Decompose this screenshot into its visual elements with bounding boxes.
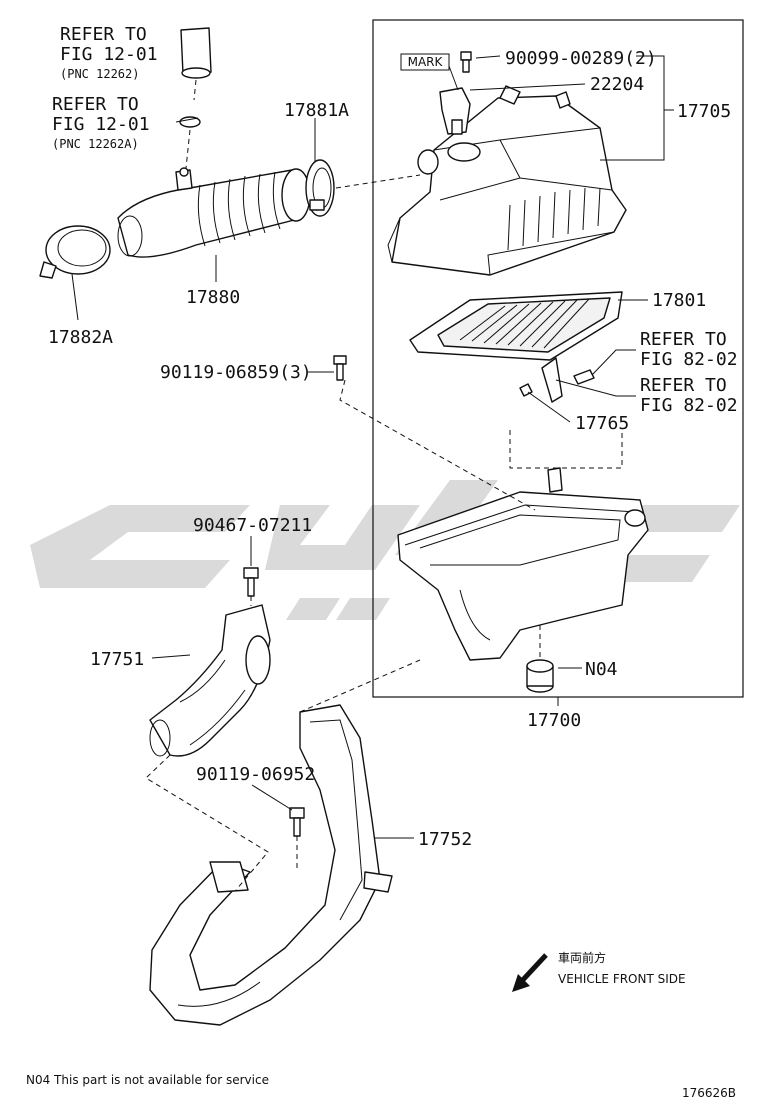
refer-note-right-2: REFER TO FIG 82-02 [640, 375, 738, 416]
part-label-17801: 17801 [652, 290, 706, 311]
refer-line2: FIG 12-01 [52, 114, 150, 135]
bolt-90467 [243, 567, 259, 597]
hose-clamp-17882a [39, 225, 111, 279]
refer-line3: (PNC 12262) [60, 67, 139, 81]
intake-pipe-reference [179, 27, 212, 169]
part-label-17880: 17880 [186, 287, 240, 308]
mark-box: MARK [400, 53, 459, 91]
refer-line1: REFER TO [640, 375, 727, 396]
refer-note-top-2: REFER TO FIG 12-01 (PNC 12262A) [52, 94, 150, 151]
refer-line3: (PNC 12262A) [52, 137, 139, 151]
refer-line1: REFER TO [52, 94, 139, 115]
refer-line2: FIG 82-02 [640, 395, 738, 416]
refer-note-top-1: REFER TO FIG 12-01 (PNC 12262) [60, 24, 158, 81]
figure-id: 176626B [682, 1086, 736, 1100]
refer-note-right-1: REFER TO FIG 82-02 [640, 329, 738, 370]
intake-duct-17752 [149, 704, 393, 1026]
air-cleaner-cap-17705 [387, 85, 627, 276]
grommet-n04 [526, 659, 554, 693]
screw-90099 [460, 51, 472, 73]
part-label-17700: 17700 [527, 710, 581, 731]
refer-line2: FIG 12-01 [60, 44, 158, 65]
inlet-duct-17751 [149, 604, 271, 757]
footer-note: N04 This part is not available for servi… [26, 1073, 269, 1087]
part-label-17765: 17765 [575, 413, 629, 434]
part-label-17751: 17751 [90, 649, 144, 670]
part-label-90467-07211: 90467-07211 [193, 515, 312, 536]
air-cleaner-case-17700 [397, 467, 649, 661]
part-label-17882a: 17882A [48, 327, 113, 348]
refer-line1: REFER TO [60, 24, 147, 45]
direction-cjk-label: 車両前方 [558, 950, 606, 965]
part-label-17752: 17752 [418, 829, 472, 850]
part-label-22204: 22204 [590, 74, 644, 95]
part-label-n04: N04 [585, 659, 618, 680]
air-intake-hose-17880 [117, 167, 311, 258]
part-label-17881a: 17881A [284, 100, 349, 121]
part-label-90119-06859: 90119-06859(3) [160, 362, 312, 383]
vehicle-front-arrow-icon [512, 953, 548, 992]
refer-line1: REFER TO [640, 329, 727, 350]
hose-gasket-17881a [305, 159, 335, 217]
bolt-90119-06952 [289, 807, 305, 837]
mark-label: MARK [408, 55, 444, 69]
part-label-90119-06952: 90119-06952 [196, 764, 315, 785]
part-label-90099-00289: 90099-00289(2) [505, 48, 657, 69]
refer-line2: FIG 82-02 [640, 349, 738, 370]
bolt-90119-06859 [333, 355, 347, 381]
air-filter-element-17801 [409, 291, 623, 361]
airflow-sensor-22204 [439, 87, 471, 135]
direction-label: VEHICLE FRONT SIDE [558, 972, 686, 986]
part-label-17705: 17705 [677, 101, 731, 122]
